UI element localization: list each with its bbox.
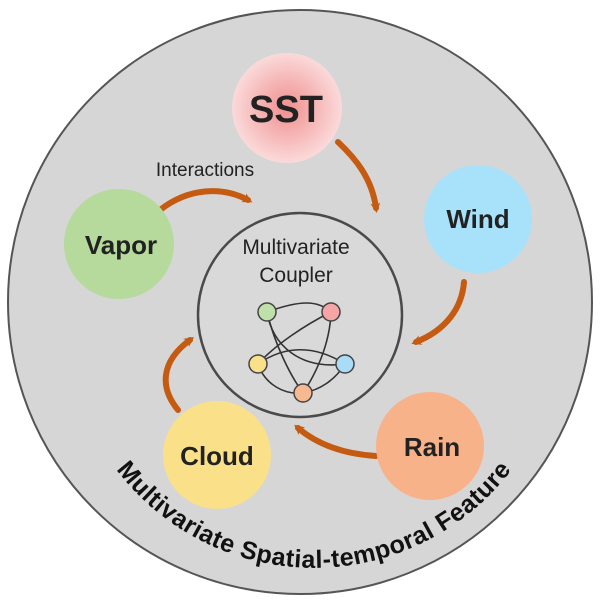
arrow-sst-to-coupler [335,139,381,213]
coupler-title-line2: Coupler [259,264,333,287]
arrow-rain-to-coupler [294,424,379,459]
interaction-arrows [157,139,467,459]
cloud-node [163,401,271,509]
coupler-graph-nodes [248,302,355,403]
rain-node [376,392,484,500]
wind-node [424,165,532,273]
interactions-label: Interactions [156,160,254,181]
graph-node [335,354,355,374]
arrow-cloud-to-coupler [162,337,195,413]
vapor-label: Vapor [85,230,157,260]
sst-label: SST [249,89,323,131]
arrow-vapor-to-coupler [157,188,253,213]
arrow-wind-to-coupler [411,279,467,345]
graph-node [248,354,268,374]
graph-node [293,383,313,403]
vapor-node [64,189,174,299]
wind-label: Wind [446,204,509,234]
sst-node [232,53,342,163]
rain-label: Rain [404,432,460,462]
graph-node [257,302,277,322]
graph-node [321,302,341,322]
coupler-title-line1: Multivariate [242,236,349,259]
cloud-label: Cloud [180,441,254,471]
